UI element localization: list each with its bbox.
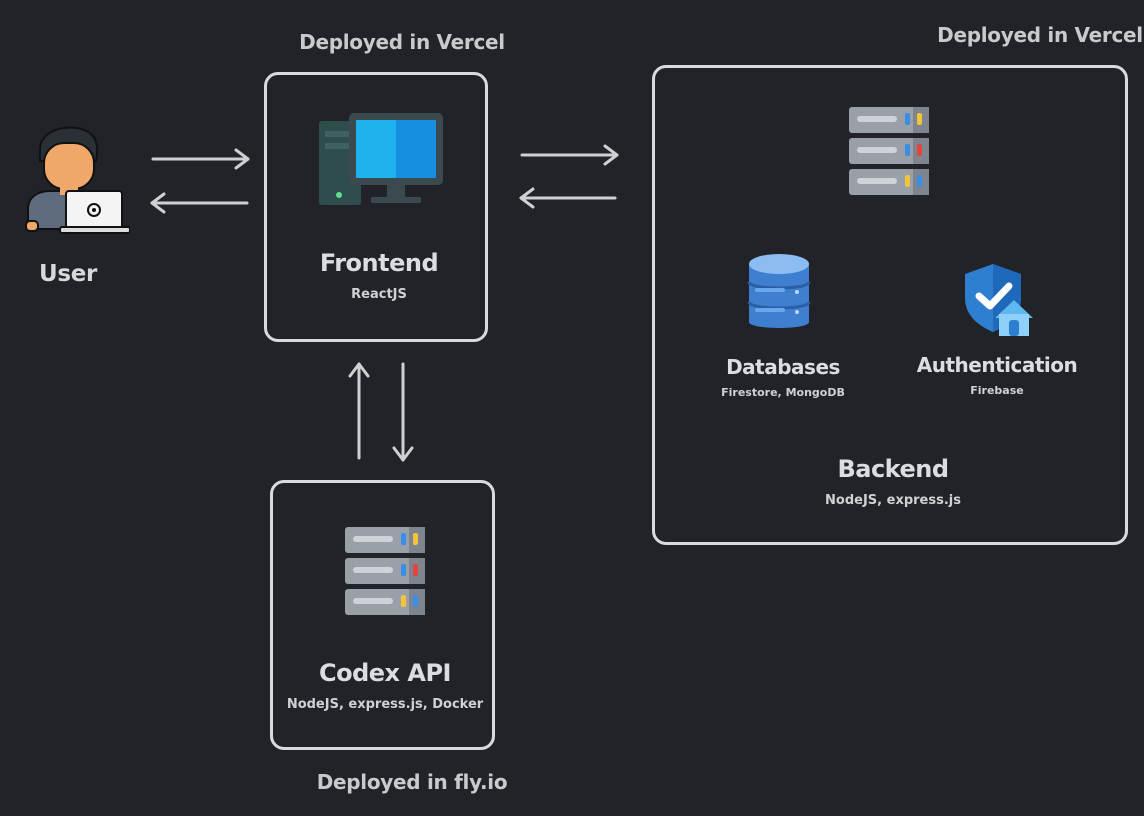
frontend-title: Frontend [319, 249, 439, 277]
backend-subtitle: NodeJS, express.js [825, 493, 961, 508]
server-rack-icon [849, 107, 929, 195]
desktop-computer-icon [319, 113, 443, 205]
codex-api-box: Codex API NodeJS, express.js, Docker [270, 480, 495, 750]
arrow-frontend-to-user [150, 192, 249, 214]
arrow-frontend-to-backend [520, 144, 619, 166]
arrow-frontend-to-codex [392, 362, 414, 462]
backend-deploy-label: Deployed in Vercel [937, 23, 1143, 47]
user-label: User [38, 261, 98, 287]
frontend-deploy-label: Deployed in Vercel [299, 30, 505, 54]
server-rack-icon [345, 527, 425, 615]
shield-home-icon [965, 264, 1033, 336]
user-node: User [20, 115, 130, 305]
backend-title: Backend [837, 455, 949, 483]
arrow-backend-to-frontend [519, 187, 617, 209]
backend-box: Databases Firestore, MongoDB Authenticat… [652, 65, 1128, 545]
codex-api-subtitle: NodeJS, express.js, Docker [286, 697, 484, 712]
databases-subtitle: Firestore, MongoDB [721, 386, 845, 399]
authentication-subtitle: Firebase [970, 384, 1024, 397]
databases-title: Databases [726, 355, 840, 379]
codex-deploy-label: Deployed in fly.io [316, 770, 508, 794]
arrow-codex-to-frontend [348, 362, 370, 460]
authentication-title: Authentication [916, 353, 1078, 377]
arrow-user-to-frontend [151, 148, 250, 170]
database-icon [747, 254, 811, 328]
frontend-subtitle: ReactJS [351, 287, 407, 302]
frontend-box: Frontend ReactJS [264, 72, 488, 342]
codex-api-title: Codex API [319, 659, 452, 687]
user-laptop-icon [25, 126, 130, 234]
